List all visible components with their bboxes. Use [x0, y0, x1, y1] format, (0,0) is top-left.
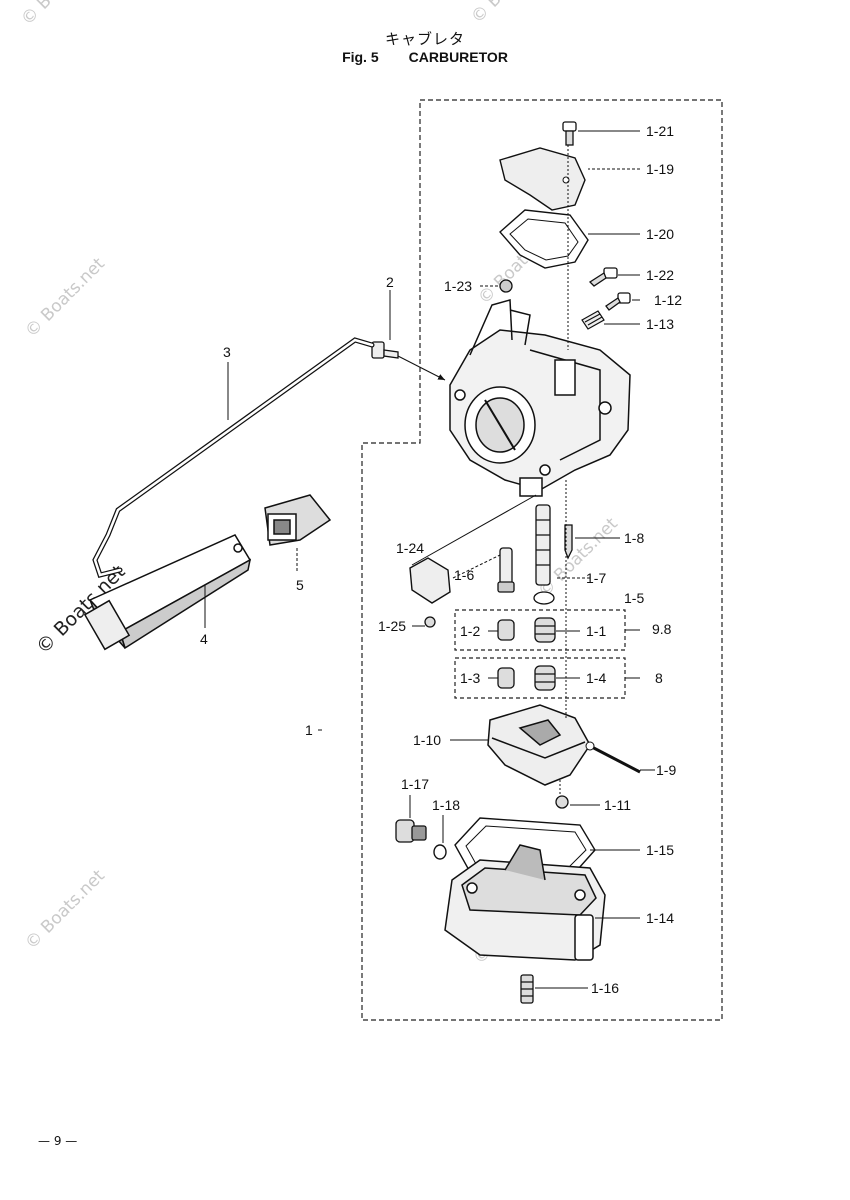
part-1-10-float — [487, 704, 591, 786]
part-1-22-screw — [588, 267, 618, 287]
part-1-3-jet — [497, 667, 515, 689]
label-1-7: 1-7 — [586, 570, 606, 586]
label-5: 5 — [296, 577, 304, 593]
label-1-12: 1-12 — [654, 292, 682, 308]
label-1-24: 1-24 — [396, 540, 424, 556]
label-1-16: 1-16 — [591, 980, 619, 996]
watermark-left-bottom: © Boats.net — [21, 866, 109, 954]
part-1-7-emulsion-tube — [533, 504, 555, 605]
part-labels: 1-21 1-19 1-20 1-23 1-22 1-12 1-13 2 3 1… — [200, 123, 682, 996]
label-1-25: 1-25 — [378, 618, 406, 634]
part-4-handle — [83, 534, 252, 651]
part-1-25-screw — [424, 616, 436, 628]
part-1-21-screw — [562, 121, 577, 146]
label-1: 1 — [305, 722, 313, 738]
part-1-14-float-bowl — [444, 844, 606, 961]
part-1-6-jet — [497, 547, 515, 593]
part-1-11-screw — [555, 795, 569, 809]
label-1-3: 1-3 — [460, 670, 480, 686]
watermark-left-mid: © Boats.net — [21, 254, 109, 342]
leader-lines — [204, 130, 655, 989]
label-1-22: 1-22 — [646, 267, 674, 283]
part-1-4-jet — [534, 665, 556, 691]
part-1-carburetor-body — [449, 299, 631, 497]
part-2-fitting — [371, 341, 399, 359]
page-number: — 9 — — [38, 1134, 78, 1148]
part-1-19-cover — [499, 147, 586, 211]
label-2: 2 — [386, 274, 394, 290]
label-1-21: 1-21 — [646, 123, 674, 139]
watermark-top-left: © Boats.net — [17, 0, 105, 30]
label-1-2: 1-2 — [460, 623, 480, 639]
watermark-top-center: © Boats.net — [467, 0, 555, 28]
figure-number: Fig. 5 — [342, 49, 379, 65]
label-1-5: 1-5 — [624, 590, 644, 606]
figure-title: CARBURETOR — [408, 49, 508, 65]
part-1-23-cap — [499, 279, 513, 293]
part-1-1-jet — [534, 617, 556, 643]
part-1-18-o-ring — [433, 844, 447, 860]
label-8: 8 — [655, 670, 663, 686]
title-japanese: キャブレタ — [384, 30, 465, 48]
part-1-16-drain-screw — [520, 974, 534, 1004]
label-1-10: 1-10 — [413, 732, 441, 748]
label-1-13: 1-13 — [646, 316, 674, 332]
label-1-23: 1-23 — [444, 278, 472, 294]
label-1-4: 1-4 — [586, 670, 606, 686]
label-1-18: 1-18 — [432, 797, 460, 813]
label-1-11: 1-11 — [604, 797, 631, 813]
label-1-15: 1-15 — [646, 842, 674, 858]
part-1-24-bracket — [409, 557, 451, 604]
label-1-8: 1-8 — [624, 530, 644, 546]
assembly-boundary — [361, 99, 723, 1021]
label-1-14: 1-14 — [646, 910, 674, 926]
figure-heading: Fig. 5 CARBURETOR — [0, 49, 850, 65]
part-1-2-jet — [497, 619, 515, 641]
label-1-19: 1-19 — [646, 161, 674, 177]
part-1-17-plug — [395, 819, 427, 843]
part-1-12-screw — [605, 292, 631, 311]
label-1-17: 1-17 — [401, 776, 429, 792]
label-9-8: 9.8 — [652, 621, 672, 637]
label-1-1: 1-1 — [586, 623, 606, 639]
label-1-6: 1-6 — [454, 567, 474, 583]
label-1-9: 1-9 — [656, 762, 676, 778]
part-5-grommet — [264, 494, 332, 546]
label-1-20: 1-20 — [646, 226, 674, 242]
part-1-8-needle — [564, 524, 573, 560]
label-3: 3 — [223, 344, 231, 360]
part-1-9-pin — [587, 743, 641, 774]
part-1-13-spring-screw — [581, 310, 605, 330]
label-4: 4 — [200, 631, 208, 647]
